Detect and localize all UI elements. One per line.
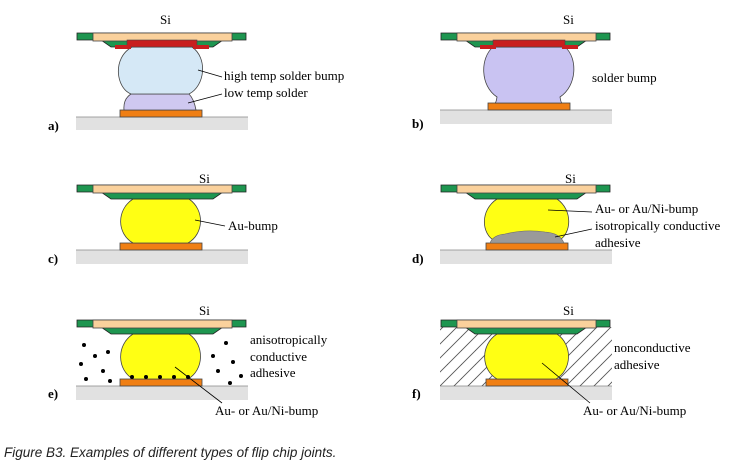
ubm-pad	[492, 39, 566, 48]
label-isotropically-conductive: isotropically conductive	[595, 218, 721, 233]
si-label: Si	[563, 12, 574, 27]
si-label: Si	[160, 12, 171, 27]
panel-b: Si solder bump b)	[412, 12, 657, 131]
substrate-pad	[119, 109, 203, 118]
substrate	[440, 386, 612, 400]
panel-letter: d)	[412, 251, 424, 266]
panel-letter: c)	[48, 251, 58, 266]
particle	[224, 341, 228, 345]
label-au-ni-bump: Au- or Au/Ni-bump	[595, 201, 698, 216]
low-temp-solder	[123, 93, 197, 111]
conductive-particles	[79, 341, 243, 385]
leader-line	[541, 362, 591, 404]
solder-bump	[483, 46, 575, 104]
si-label: Si	[563, 303, 574, 318]
silicon-die	[92, 319, 233, 329]
si-label: Si	[199, 171, 210, 186]
substrate	[76, 386, 248, 400]
panel-letter: f)	[412, 386, 421, 401]
leader-line	[197, 69, 223, 78]
particle	[158, 375, 162, 379]
particle	[79, 362, 83, 366]
particle	[211, 354, 215, 358]
particle	[108, 379, 112, 383]
silicon-die	[92, 184, 233, 194]
leader-line	[187, 93, 223, 104]
panel-letter: b)	[412, 116, 424, 131]
ubm-pad	[126, 39, 198, 48]
panel-e: Si anisotropically conductive adhesive A…	[48, 303, 328, 418]
ubm-left	[480, 45, 496, 49]
label-anisotropically: anisotropically	[250, 332, 328, 347]
label-low-temp-solder: low temp solder	[224, 85, 308, 100]
silicon-die	[456, 319, 597, 329]
substrate-pad	[119, 378, 203, 387]
particle	[172, 375, 176, 379]
substrate	[76, 117, 248, 130]
particle	[84, 377, 88, 381]
particle	[130, 375, 134, 379]
panel-f: Si nonconductive adhesive Au- or Au/Ni-b…	[412, 303, 691, 418]
si-label: Si	[565, 171, 576, 186]
particle	[93, 354, 97, 358]
substrate-pad	[485, 378, 569, 387]
leader-line	[554, 228, 593, 238]
label-nonconductive: nonconductive	[614, 340, 691, 355]
substrate-pad	[119, 242, 203, 251]
high-temp-solder-bump	[118, 46, 203, 95]
panel-d: Si Au- or Au/Ni-bump isotropically condu…	[412, 171, 721, 266]
leader-line	[547, 209, 593, 213]
substrate-pad	[487, 102, 571, 111]
figure-caption: Figure B3. Examples of different types o…	[4, 445, 337, 460]
particle	[106, 350, 110, 354]
au-ni-bump	[120, 333, 201, 380]
label-solder-bump: solder bump	[592, 70, 657, 85]
ubm-right	[193, 45, 209, 49]
panel-a: Si high temp solder bump low temp solder…	[48, 12, 344, 133]
au-bump	[120, 198, 201, 244]
substrate	[76, 250, 248, 264]
leader-line	[174, 366, 223, 404]
au-ni-bump	[484, 333, 569, 380]
particle	[239, 374, 243, 378]
particle	[228, 381, 232, 385]
particle	[82, 343, 86, 347]
label-au-bump: Au-bump	[228, 218, 278, 233]
particle	[101, 369, 105, 373]
particle	[216, 369, 220, 373]
label-au-ni-bump: Au- or Au/Ni-bump	[583, 403, 686, 418]
substrate	[440, 110, 612, 124]
substrate	[440, 250, 612, 264]
panel-letter: e)	[48, 386, 58, 401]
panel-c: Si Au-bump c)	[48, 171, 278, 266]
panel-letter: a)	[48, 118, 59, 133]
si-label: Si	[199, 303, 210, 318]
label-adhesive: adhesive	[595, 235, 641, 250]
label-adhesive: adhesive	[250, 365, 296, 380]
silicon-die	[456, 184, 597, 194]
substrate-pad	[485, 242, 569, 251]
leader-line	[194, 219, 226, 227]
particle	[144, 375, 148, 379]
label-au-ni-bump: Au- or Au/Ni-bump	[215, 403, 318, 418]
label-adhesive: adhesive	[614, 357, 660, 372]
label-high-temp-solder-bump: high temp solder bump	[224, 68, 344, 83]
particle	[231, 360, 235, 364]
label-conductive: conductive	[250, 349, 307, 364]
ubm-right	[562, 45, 578, 49]
ubm-left	[115, 45, 131, 49]
